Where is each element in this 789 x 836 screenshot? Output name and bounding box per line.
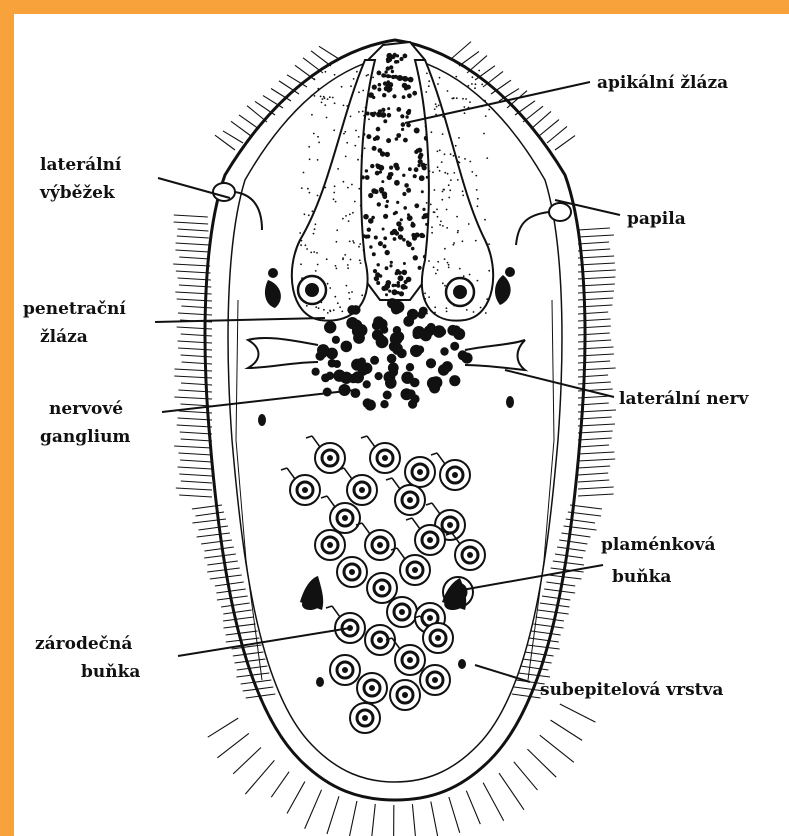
- leader-lateralni-nerv: [505, 370, 614, 397]
- label-papila: papila: [627, 209, 686, 229]
- label-nervove-ganglium-line1: nervové: [49, 399, 123, 419]
- label-penetracni-zlaza-line1: penetrační: [23, 299, 126, 319]
- leader-plamenkova-bunka: [462, 565, 603, 590]
- label-subepitelova-vrstva: subepitelová vrstva: [540, 680, 723, 700]
- label-lateralni-nerv: laterální nerv: [619, 389, 749, 409]
- label-penetracni-zlaza-line2: žláza: [40, 327, 88, 347]
- papilla-right: [516, 203, 571, 245]
- label-lateralni-vybezek-line1: laterální: [40, 155, 122, 175]
- label-zarodecna-bunka-line2: buňka: [81, 662, 140, 682]
- label-plamenkova-bunka-line2: buňka: [612, 567, 671, 587]
- label-zarodecna-bunka-line1: zárodečná: [35, 634, 132, 654]
- flame-cell-left: [300, 576, 323, 610]
- label-apikalni-zlaza: apikální žláza: [597, 73, 728, 93]
- papilla-left: [213, 183, 262, 230]
- leader-zarodecna-bunka: [178, 628, 350, 656]
- leader-nervove-ganglium: [162, 390, 355, 412]
- label-lateralni-vybezek-line2: výběžek: [39, 183, 116, 203]
- label-plamenkova-bunka-line1: plaménková: [601, 535, 716, 555]
- label-nervove-ganglium-line2: ganglium: [40, 427, 130, 447]
